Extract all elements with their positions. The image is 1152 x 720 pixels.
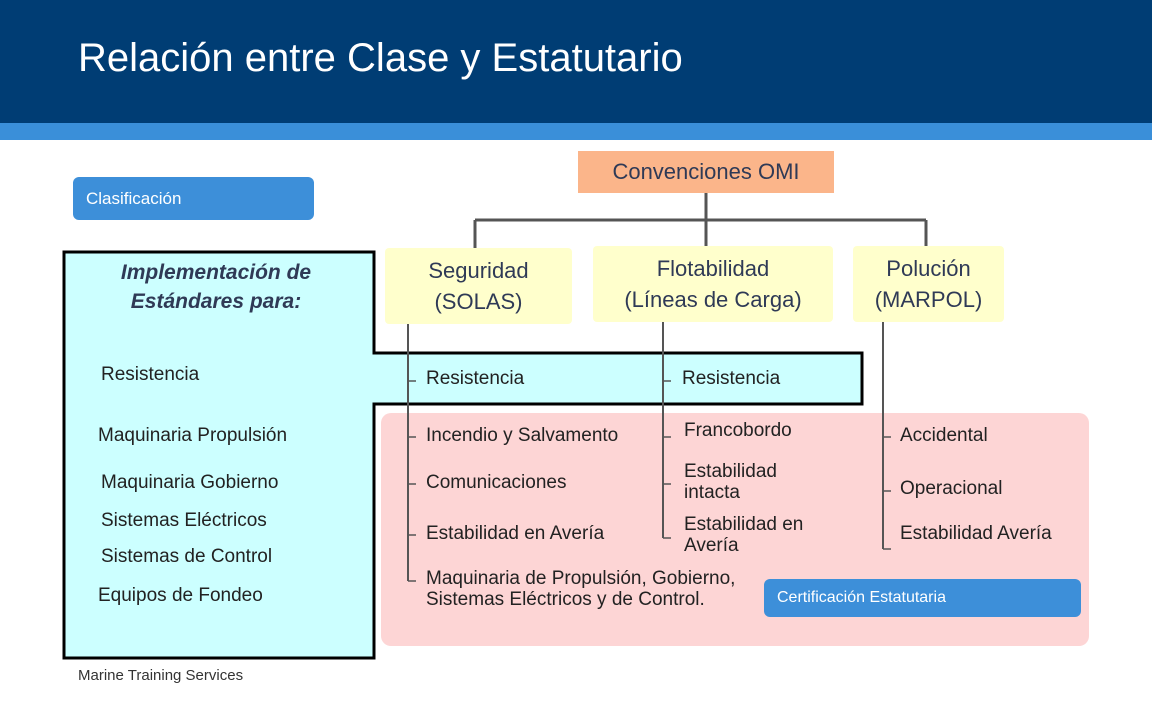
lineas-statutory-item: Estabilidad en Avería (684, 514, 804, 556)
root-label: Convenciones OMI (612, 159, 800, 184)
header-stripe (0, 123, 1152, 140)
lineas-statutory-item: Francobordo (684, 420, 792, 441)
class-item: Maquinaria Gobierno (101, 472, 279, 493)
slide-title: Relación entre Clase y Estatutario (78, 36, 683, 80)
solas-statutory-item: Comunicaciones (426, 472, 567, 493)
lineas-statutory-item: Estabilidad intacta (684, 461, 777, 503)
lineas-class-item: Resistencia (682, 368, 781, 389)
header-bar (0, 0, 1152, 123)
class-panel-heading: Implementación de Estándares para: (120, 261, 312, 313)
marpol-statutory-item: Estabilidad Avería (900, 523, 1052, 544)
category-sublabel: (Líneas de Carga) (624, 287, 802, 312)
marpol-statutory-item: Accidental (900, 425, 988, 446)
category-label: Polución (886, 256, 971, 281)
category-solas: Seguridad (SOLAS) (385, 248, 572, 324)
category-lineas-de-carga: Flotabilidad (Líneas de Carga) (593, 246, 833, 322)
classification-tag: Clasificación (73, 177, 314, 220)
category-label: Flotabilidad (656, 256, 770, 281)
statutory-tag: Certificación Estatutaria (764, 579, 1081, 617)
solas-statutory-item: Incendio y Salvamento (426, 425, 619, 446)
solas-statutory-item: Maquinaria de Propulsión, Gobierno, Sist… (426, 568, 736, 610)
solas-statutory-item: Estabilidad en Avería (426, 523, 605, 544)
class-item: Sistemas de Control (101, 546, 273, 567)
class-item: Resistencia (101, 364, 200, 385)
class-item: Maquinaria Propulsión (98, 425, 288, 446)
class-item: Sistemas Eléctricos (101, 510, 267, 531)
root-node-omi: Convenciones OMI (578, 151, 834, 193)
category-sublabel: (MARPOL) (874, 287, 983, 312)
category-label: Seguridad (428, 258, 529, 283)
category-marpol: Polución (MARPOL) (853, 246, 1004, 322)
category-sublabel: (SOLAS) (434, 289, 523, 314)
footer-text: Marine Training Services (78, 667, 244, 684)
marpol-statutory-item: Operacional (900, 478, 1003, 499)
solas-class-item: Resistencia (426, 368, 525, 389)
class-item: Equipos de Fondeo (98, 585, 263, 606)
